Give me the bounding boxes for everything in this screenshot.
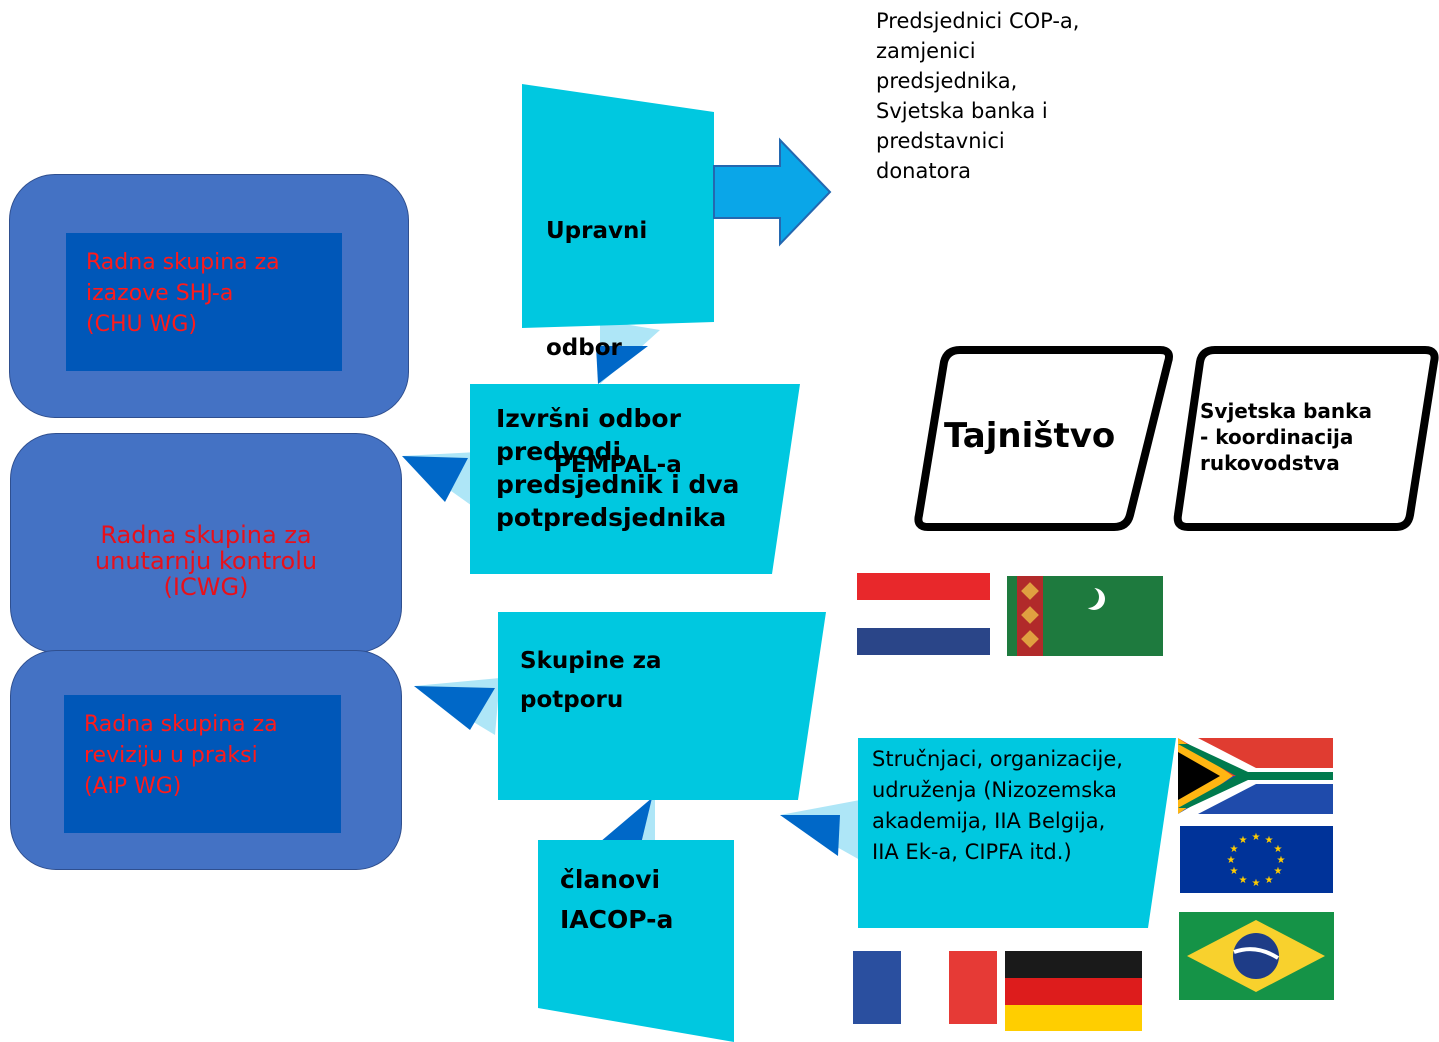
wg-label-aip: Radna skupina za reviziju u praksi (AiP … (84, 712, 278, 799)
experts-shape (858, 738, 1176, 928)
experts-label: Stručnjaci, organizacije, udruženja (Niz… (872, 747, 1123, 864)
flag-south-africa-icon (1178, 738, 1333, 814)
members-label: članovi IACOP-a (560, 865, 674, 934)
arrow-right-shape (713, 137, 832, 247)
flag-france-icon (853, 951, 997, 1024)
secretariat-label: Tajništvo (944, 416, 1116, 456)
wg-inner-chu: Radna skupina za izazove SHJ-a (CHU WG) (66, 233, 342, 371)
executive-label: Izvršni odbor predvodi predsjednik i dva… (496, 404, 740, 532)
flag-turkmenistan-icon (1007, 576, 1163, 656)
svg-text:★: ★ (1252, 878, 1261, 889)
svg-text:★: ★ (1277, 855, 1286, 866)
experts-tail-dark (780, 815, 840, 856)
flag-germany-icon (1005, 951, 1142, 1031)
svg-text:★: ★ (1227, 855, 1236, 866)
svg-text:★: ★ (1239, 835, 1248, 846)
svg-text:★: ★ (1274, 866, 1283, 877)
wg-label-icwg: Radna skupina za unutarnju kontrolu (ICW… (94, 521, 318, 601)
wg-inner-aip: Radna skupina za reviziju u praksi (AiP … (64, 695, 341, 833)
wg-label-chu: Radna skupina za izazove SHJ-a (CHU WG) (86, 250, 280, 337)
executive-shape (470, 384, 800, 574)
support-tail-dark (414, 686, 495, 730)
svg-text:★: ★ (1265, 835, 1274, 846)
world-bank-shape (1173, 346, 1439, 531)
world-bank-label: Svjetska banka - koordinacija rukovodstv… (1200, 399, 1372, 475)
svg-text:★: ★ (1239, 875, 1248, 886)
svg-text:★: ★ (1230, 844, 1239, 855)
members-tail-dark (600, 798, 652, 848)
wg-box-aip: Radna skupina za reviziju u praksi (AiP … (10, 650, 402, 870)
support-label: Skupine za potporu (520, 648, 662, 713)
steering-shape (522, 84, 714, 328)
support-shape (498, 612, 826, 800)
steering-label: Upravni odbor PEMPAL-a (546, 218, 682, 478)
flag-eu-icon: ★ ★ ★ ★ ★ ★ ★ ★ ★ ★ ★ ★ (1180, 826, 1333, 893)
executive-tail-dark (402, 456, 468, 502)
svg-text:★: ★ (1230, 866, 1239, 877)
members-shape (538, 840, 734, 1042)
wg-box-icwg: Radna skupina za unutarnju kontrolu (ICW… (10, 433, 402, 653)
flag-brazil-icon (1179, 912, 1334, 1000)
secretariat-shape (914, 346, 1173, 531)
svg-text:★: ★ (1274, 844, 1283, 855)
svg-text:★: ★ (1252, 832, 1261, 843)
svg-text:★: ★ (1265, 875, 1274, 886)
wg-box-chu: Radna skupina za izazove SHJ-a (CHU WG) (9, 174, 409, 418)
flag-netherlands-icon (857, 573, 990, 655)
steering-tail-dark (596, 346, 648, 384)
top-note: Predsjednici COP-a, zamjenici predsjedni… (876, 9, 1080, 183)
